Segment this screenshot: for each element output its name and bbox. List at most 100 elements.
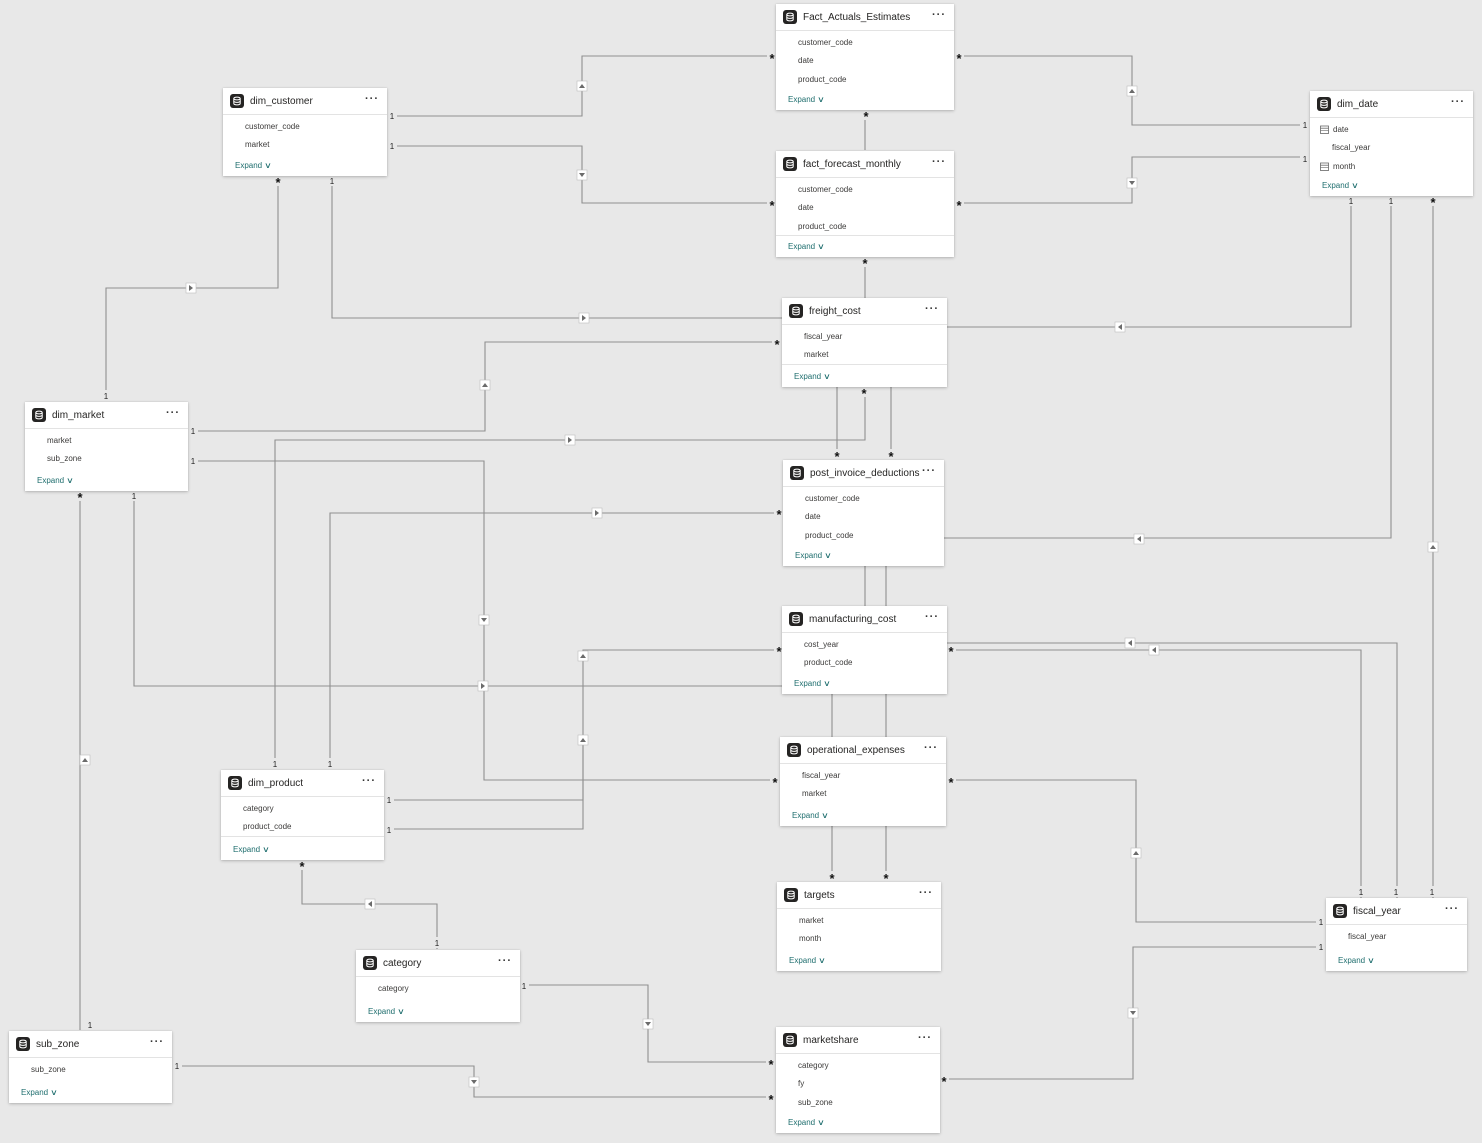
more-options-icon[interactable]: ···	[932, 156, 946, 168]
expand-button[interactable]: Expand∨	[794, 372, 831, 381]
expand-button[interactable]: Expand∨	[795, 551, 832, 560]
field-row[interactable]: date	[1310, 120, 1473, 139]
expand-button[interactable]: Expand∨	[788, 242, 825, 251]
field-row[interactable]: market	[782, 346, 947, 365]
more-options-icon[interactable]: ···	[498, 955, 512, 967]
field-row[interactable]: date	[783, 508, 944, 527]
field-row[interactable]: fiscal_year	[780, 766, 946, 785]
table-header[interactable]: fact_forecast_monthly···	[776, 151, 954, 178]
expand-button[interactable]: Expand∨	[788, 1118, 825, 1127]
field-row[interactable]: category	[221, 799, 384, 818]
expand-button[interactable]: Expand∨	[1322, 181, 1359, 190]
more-options-icon[interactable]: ···	[918, 1032, 932, 1044]
field-row[interactable]: date	[776, 52, 954, 71]
expand-button[interactable]: Expand∨	[789, 956, 826, 965]
table-header[interactable]: post_invoice_deductions···	[783, 460, 944, 487]
expand-button[interactable]: Expand∨	[37, 476, 74, 485]
table-header[interactable]: manufacturing_cost···	[782, 606, 947, 633]
field-row[interactable]: product_code	[776, 217, 954, 236]
expand-button[interactable]: Expand∨	[1338, 956, 1375, 965]
more-options-icon[interactable]: ···	[1445, 903, 1459, 915]
expand-button[interactable]: Expand∨	[794, 679, 831, 688]
table-header[interactable]: marketshare···	[776, 1027, 940, 1054]
table-icon	[32, 408, 46, 422]
field-row[interactable]: customer_code	[776, 33, 954, 52]
table-header[interactable]: dim_product···	[221, 770, 384, 797]
more-options-icon[interactable]: ···	[1451, 96, 1465, 108]
more-options-icon[interactable]: ···	[362, 775, 376, 787]
field-row[interactable]: sub_zone	[9, 1060, 172, 1079]
field-row[interactable]: customer_code	[776, 180, 954, 199]
field-row[interactable]: product_code	[782, 654, 947, 673]
table-header[interactable]: operational_expenses···	[780, 737, 946, 764]
field-row[interactable]: customer_code	[223, 117, 387, 136]
table-header[interactable]: dim_market···	[25, 402, 188, 429]
more-options-icon[interactable]: ···	[365, 93, 379, 105]
table-header[interactable]: category···	[356, 950, 520, 977]
field-row[interactable]: market	[780, 785, 946, 804]
more-options-icon[interactable]: ···	[925, 611, 939, 623]
field-row[interactable]: market	[223, 136, 387, 155]
cardinality-one-marker: 1	[1346, 195, 1356, 206]
field-row[interactable]: fiscal_year	[1310, 139, 1473, 158]
expand-button[interactable]: Expand∨	[788, 95, 825, 104]
expand-button[interactable]: Expand∨	[233, 845, 270, 854]
field-row[interactable]: fiscal_year	[1326, 927, 1467, 946]
field-name: fiscal_year	[1332, 143, 1371, 153]
more-options-icon[interactable]: ···	[924, 742, 938, 754]
field-row[interactable]: fy	[776, 1075, 940, 1094]
cross-filter-arrow-icon	[1126, 177, 1138, 189]
expand-button[interactable]: Expand∨	[368, 1007, 405, 1016]
field-row[interactable]: product_code	[783, 526, 944, 545]
svg-text:1: 1	[387, 826, 392, 835]
field-row[interactable]: date	[776, 199, 954, 218]
field-row[interactable]: fiscal_year	[782, 327, 947, 346]
more-options-icon[interactable]: ···	[166, 407, 180, 419]
field-row[interactable]: market	[777, 911, 941, 930]
more-options-icon[interactable]: ···	[919, 887, 933, 899]
field-row[interactable]: product_code	[776, 70, 954, 89]
table-header[interactable]: sub_zone···	[9, 1031, 172, 1058]
more-options-icon[interactable]: ···	[925, 303, 939, 315]
table-header[interactable]: Fact_Actuals_Estimates···	[776, 4, 954, 31]
expand-button[interactable]: Expand∨	[21, 1088, 58, 1097]
table-header[interactable]: freight_cost···	[782, 298, 947, 325]
more-options-icon[interactable]: ···	[922, 465, 936, 477]
expand-button[interactable]: Expand∨	[792, 811, 829, 820]
svg-text:1: 1	[435, 939, 440, 948]
table-header[interactable]: dim_customer···	[223, 88, 387, 115]
table-header[interactable]: targets···	[777, 882, 941, 909]
field-row[interactable]: category	[356, 979, 520, 998]
field-name: month	[799, 934, 822, 944]
table-header[interactable]: fiscal_year···	[1326, 898, 1467, 925]
expand-button[interactable]: Expand∨	[235, 161, 272, 170]
field-row[interactable]: month	[777, 930, 941, 949]
field-row[interactable]: month	[1310, 157, 1473, 176]
field-row[interactable]: product_code	[221, 818, 384, 837]
field-row[interactable]: customer_code	[783, 489, 944, 508]
field-row[interactable]: sub_zone	[25, 450, 188, 469]
table-header[interactable]: dim_date···	[1310, 91, 1473, 118]
field-row[interactable]: market	[25, 431, 188, 450]
field-row[interactable]: category	[776, 1056, 940, 1075]
field-row[interactable]: cost_year	[782, 635, 947, 654]
more-options-icon[interactable]: ···	[932, 9, 946, 21]
more-options-icon[interactable]: ···	[150, 1036, 164, 1048]
field-row[interactable]: sub_zone	[776, 1093, 940, 1112]
